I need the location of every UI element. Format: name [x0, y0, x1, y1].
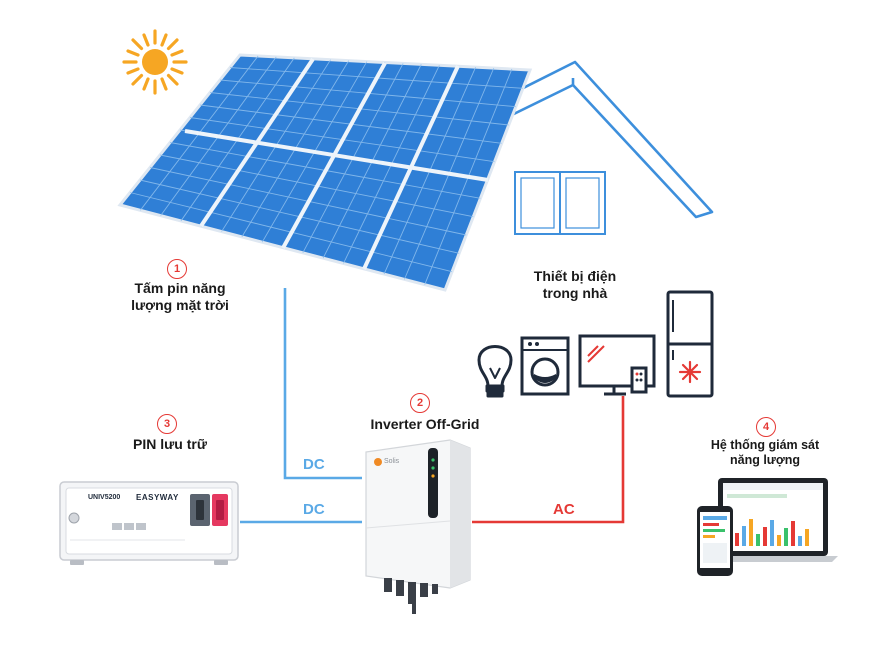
appliances-label-line1: Thiết bị điện	[533, 268, 617, 284]
monitor-icon	[578, 334, 656, 396]
washing-machine-icon	[520, 336, 570, 396]
number-badge-inverter: 2	[410, 393, 430, 413]
appliances-label-line2: trong nhà	[542, 285, 608, 301]
refrigerator-icon	[666, 290, 714, 398]
inverter-unit	[365, 439, 471, 614]
number-badge-monitoring: 4	[756, 417, 776, 437]
solar-panel-label-line2: lượng mặt trời	[131, 297, 229, 313]
appliances-label: Thiết bị điện trong nhà	[510, 268, 640, 302]
monitoring-label-line1: Hệ thống giám sát	[710, 438, 820, 452]
dc-wire-solar	[283, 288, 362, 480]
ac-wire	[472, 396, 625, 524]
inverter-label: Inverter Off-Grid	[370, 416, 480, 432]
battery-unit	[59, 481, 239, 565]
solar-panel-label: Tấm pin năng lượng mặt trời	[100, 280, 260, 314]
solar-panel-label-line1: Tấm pin năng	[134, 280, 226, 296]
monitoring-label-line2: năng lượng	[729, 453, 800, 467]
phone-icon	[697, 506, 733, 576]
dc-label-battery: DC	[303, 501, 325, 518]
battery-model-text: UNIV5200	[88, 494, 121, 501]
house-window	[514, 171, 606, 235]
laptop-icon	[708, 478, 838, 562]
number-badge-battery: 3	[157, 414, 177, 434]
light-bulb-icon	[477, 345, 513, 398]
ac-label: AC	[553, 501, 575, 518]
battery-label: PIN lưu trữ	[133, 436, 207, 452]
solar-panel-array	[117, 53, 533, 292]
inverter-brand-text: Solis	[384, 458, 400, 465]
sun-icon	[122, 29, 188, 95]
house-outline	[279, 60, 714, 219]
dc-label-solar: DC	[303, 456, 325, 473]
monitoring-label: Hệ thống giám sát năng lượng	[690, 438, 840, 468]
battery-brand-text: EASYWAY	[136, 493, 179, 502]
number-badge-solar: 1	[167, 259, 187, 279]
